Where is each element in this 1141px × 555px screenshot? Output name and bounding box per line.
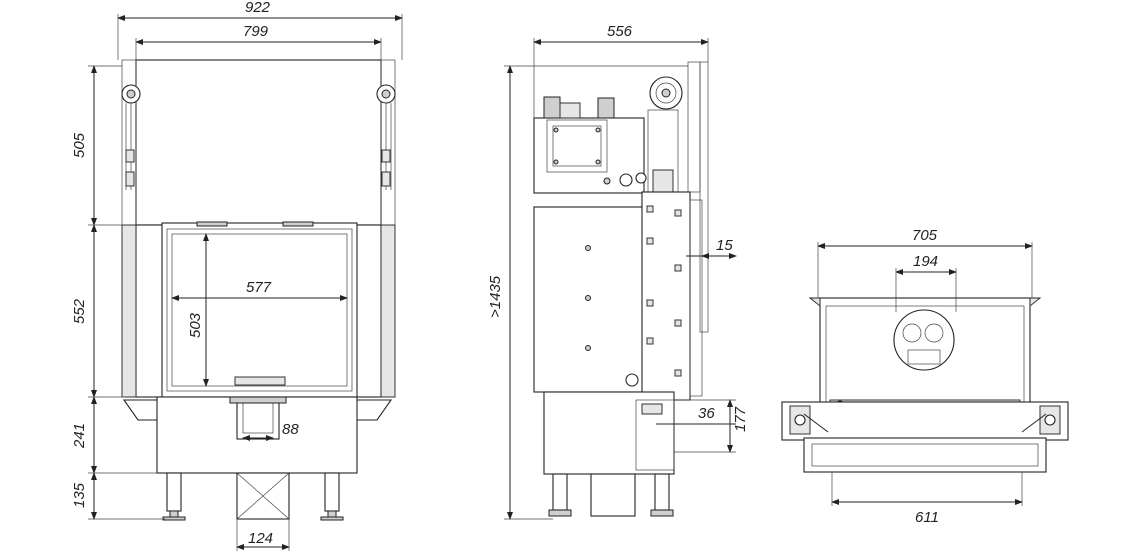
top-wings: [781, 401, 1069, 441]
side-door-frame: [641, 191, 691, 401]
dim-step-height: 177: [732, 406, 749, 432]
dim-overall-width: 922: [245, 0, 271, 16]
front-dimensions: [88, 14, 403, 551]
front-hood: [135, 59, 382, 226]
dim-total-height: >1435: [487, 275, 504, 318]
top-view: 705 194 611: [781, 227, 1069, 526]
dim-height-legs: 135: [71, 482, 88, 508]
side-flue-pipe: [590, 473, 636, 517]
front-door: [161, 222, 358, 398]
front-legs: [162, 472, 344, 521]
front-glass: [171, 233, 348, 387]
side-view: 556 >1435 15 36 177: [487, 23, 749, 520]
dim-glass-width: 577: [246, 279, 272, 296]
pulley-right-icon: [376, 84, 396, 190]
top-dimensions: [817, 242, 1033, 506]
dim-height-upper: 505: [71, 132, 88, 158]
dim-depth: 556: [607, 23, 633, 40]
pulley-left-icon: [121, 84, 141, 190]
top-front-base: [803, 437, 1047, 473]
top-flue-outlet-icon: [893, 309, 955, 371]
dim-outer-width: 705: [912, 227, 938, 244]
side-pulley-icon: [649, 76, 683, 110]
dim-step-width: 36: [698, 405, 715, 422]
door-handle: [234, 376, 286, 386]
dim-top-width: 799: [243, 23, 269, 40]
front-view: 922 799 505 552 241 135 577 503 88 124: [71, 0, 403, 551]
dim-flue-diameter: 124: [248, 530, 273, 547]
dim-height-glass: 552: [71, 298, 88, 324]
dim-frame-offset: 15: [716, 237, 733, 254]
dim-base-width: 611: [915, 509, 939, 526]
dim-collar-small: 88: [282, 421, 299, 438]
side-dimensions: [504, 38, 737, 520]
dim-glass-height: 503: [187, 312, 204, 338]
dim-flue-width: 194: [913, 253, 938, 270]
dim-height-lower: 241: [71, 423, 88, 449]
